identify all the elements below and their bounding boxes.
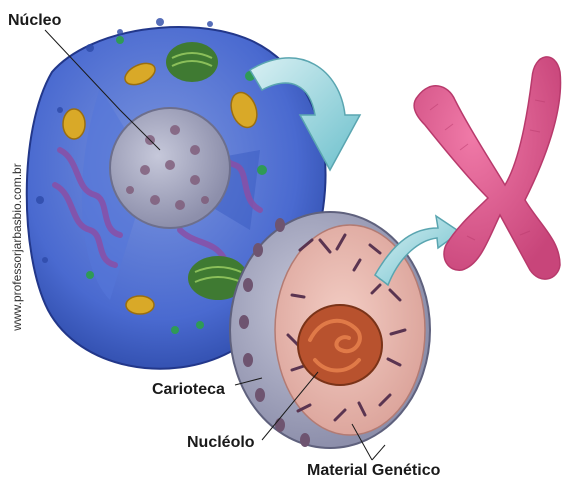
- leader-material-2: [372, 445, 385, 460]
- source-credit: www.professorjarbasbio.com.br: [10, 142, 24, 352]
- label-carioteca: Carioteca: [152, 381, 225, 399]
- label-nucleo: Núcleo: [8, 12, 61, 30]
- label-nucleolo: Nucléolo: [187, 434, 255, 452]
- chromosome: [414, 57, 561, 279]
- label-material-genetico: Material Genético: [307, 462, 440, 480]
- cell-nucleus: [110, 108, 230, 228]
- nucleolus: [298, 305, 382, 385]
